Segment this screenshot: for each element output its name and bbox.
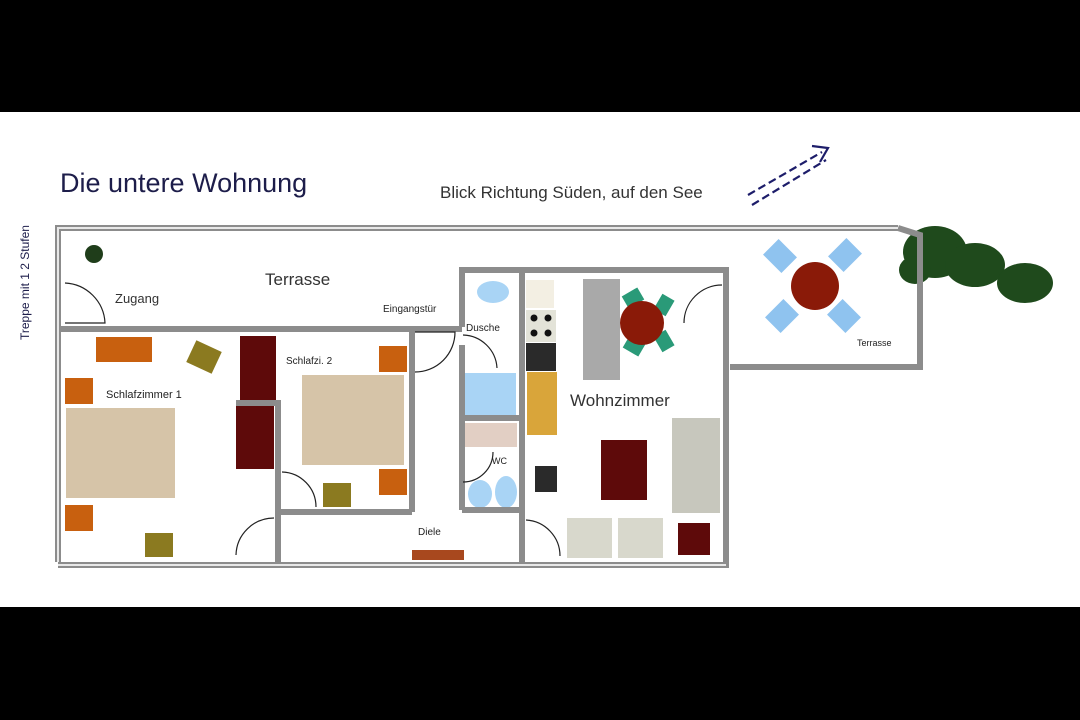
floor-plan: Die untere Wohnung Blick Richtung Süden,… [18,144,1053,568]
sink [477,281,509,303]
bidet [468,480,492,508]
plan-title: Die untere Wohnung [60,168,307,198]
walls [55,225,923,568]
shower-tray [462,373,516,415]
stove-heater [535,466,557,492]
dining-table [620,301,664,345]
doors [64,282,723,557]
label-bedroom2: Schlafzi. 2 [286,356,333,367]
bed [66,408,175,498]
counter [526,280,554,308]
armchair [618,518,663,558]
shelf [463,423,517,447]
label-terrace-top: Terrasse [265,270,330,289]
stairs-note: Treppe mit 1 2 Stufen [18,225,32,340]
terrace-table [791,262,839,310]
label-living: Wohnzimmer [570,391,670,410]
terrace-chairs [763,238,862,333]
radiator [412,550,464,560]
armchair [567,518,612,558]
toilet [495,476,517,508]
label-bedroom1: Schlafzimmer 1 [106,389,182,401]
wardrobe [240,336,276,401]
stove [526,310,556,342]
direction-arrow-icon [747,144,830,206]
nightstand [379,346,407,372]
bed [302,375,404,465]
floor-plan-sheet: Die untere Wohnung Blick Richtung Süden,… [0,112,1080,607]
label-hall: Diele [418,527,441,538]
label-access: Zugang [115,291,159,306]
label-terrace-right: Terrasse [857,338,892,348]
dresser [96,337,152,362]
furniture [65,226,1053,560]
label-entrance-door: Eingangstür [383,304,437,315]
coffee-table [601,440,647,500]
chair [145,533,173,557]
view-direction-label: Blick Richtung Süden, auf den See [440,183,703,202]
nightstand [65,378,93,404]
side-table [678,523,710,555]
kitchen-island [583,279,620,380]
counter [527,372,557,435]
sink-kitchen [526,343,556,371]
nightstand [379,469,407,495]
plant-icon [85,245,103,263]
wardrobe [236,405,274,469]
label-wc: WC [492,456,507,466]
nightstand [65,505,93,531]
label-shower: Dusche [466,323,500,334]
armchair [186,340,222,374]
chair [323,483,351,507]
sofa [672,418,720,513]
